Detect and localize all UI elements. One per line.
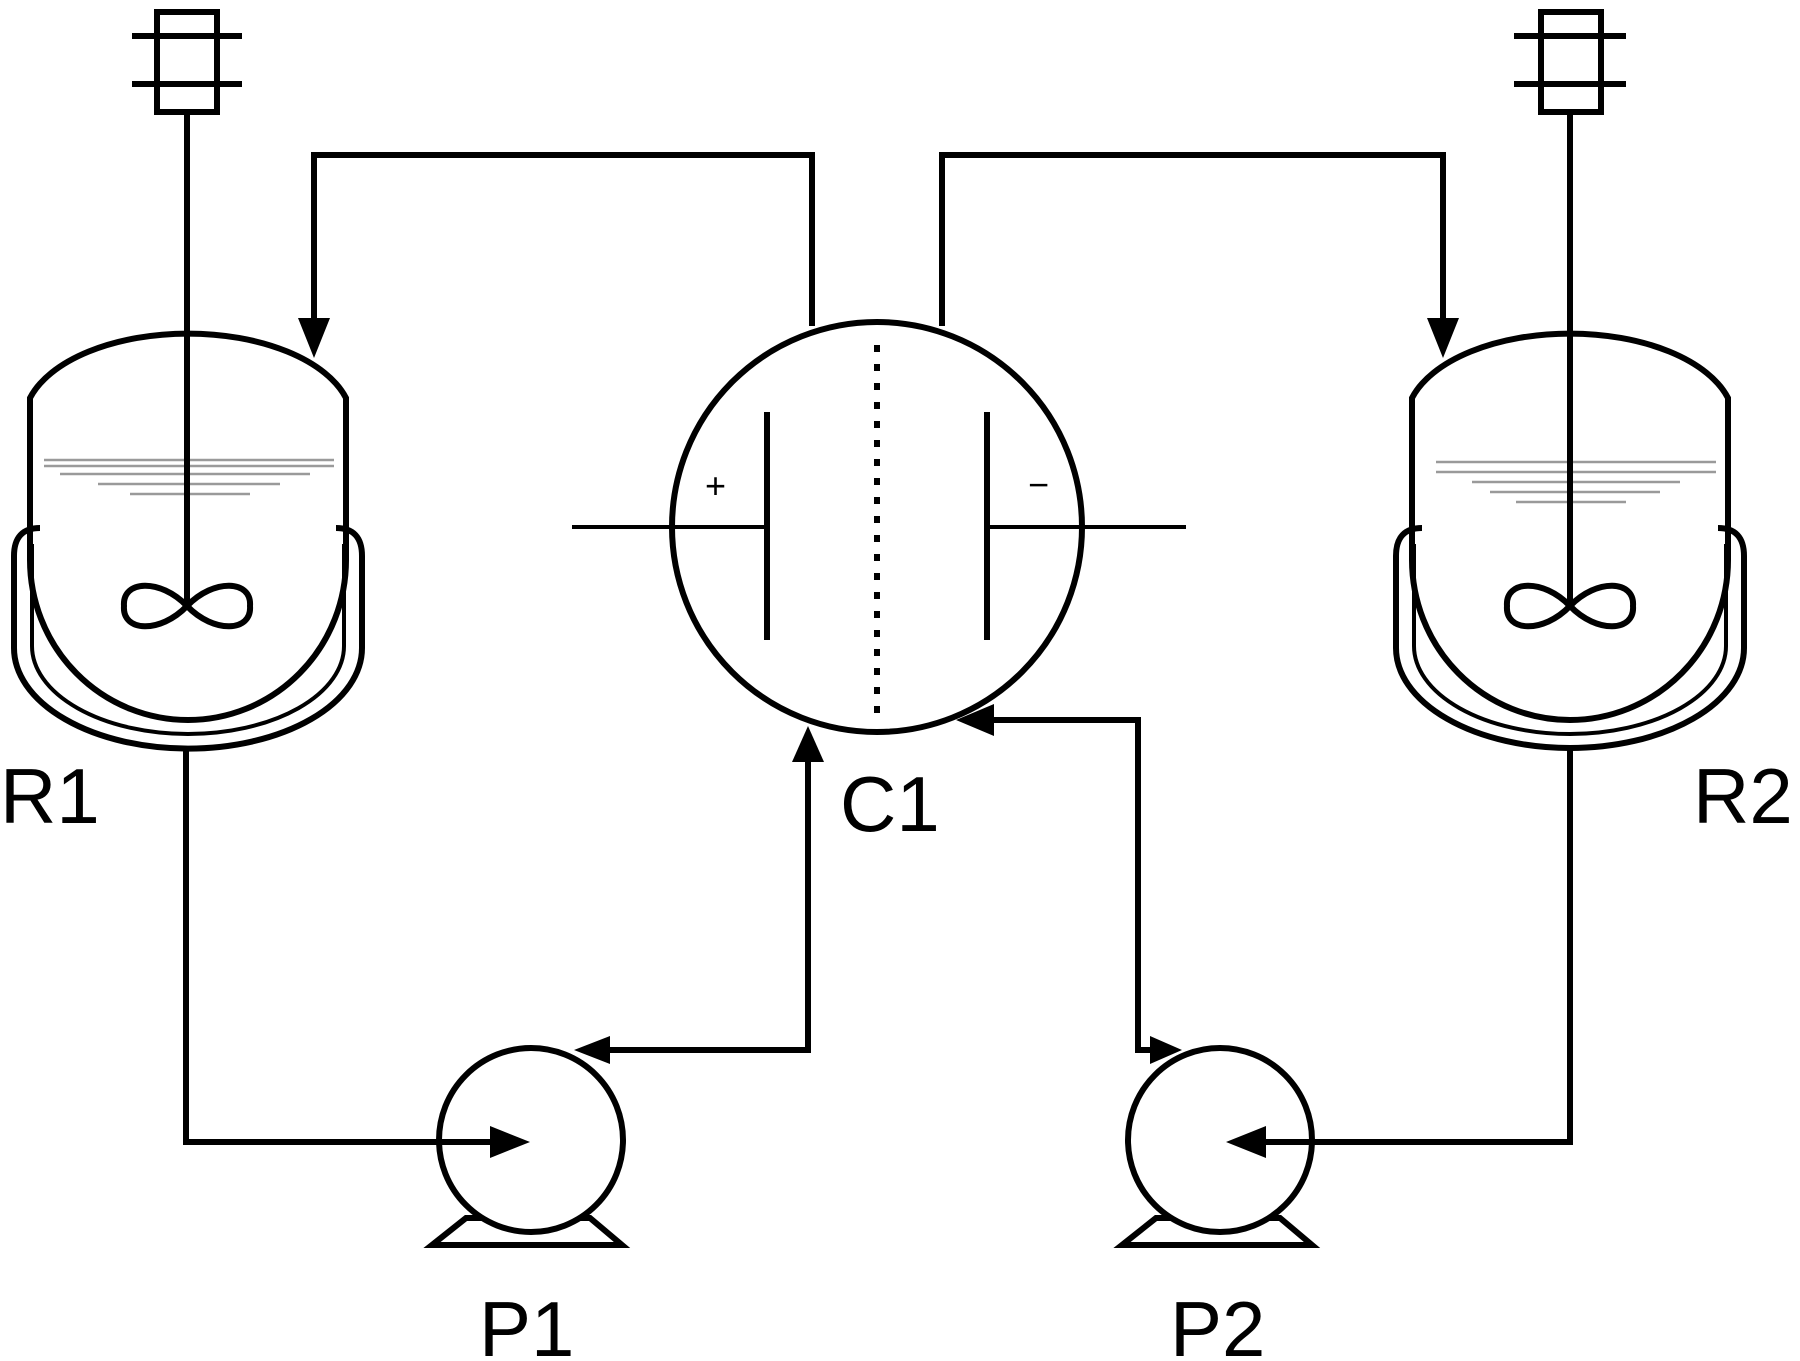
heating-jacket-r1 bbox=[11, 525, 365, 752]
pump-p2: P2 bbox=[1113, 1045, 1321, 1361]
label-r2: R2 bbox=[1693, 752, 1793, 840]
pump-p1: P1 bbox=[423, 1045, 631, 1361]
cell-c1: + − C1 bbox=[572, 319, 1186, 848]
arrow-out-p2 bbox=[1150, 1036, 1182, 1064]
arrow-into-r1 bbox=[298, 318, 330, 358]
impeller-r1-icon bbox=[121, 582, 253, 630]
pipe-c1-to-r1 bbox=[311, 152, 815, 328]
reactor-r1: R1 bbox=[0, 9, 365, 840]
label-c1: C1 bbox=[840, 760, 940, 848]
anode-sign: + bbox=[705, 465, 726, 506]
pipe-r1-to-p1 bbox=[183, 750, 500, 1145]
pump-p1-base bbox=[423, 1215, 631, 1248]
label-r1: R1 bbox=[0, 752, 100, 840]
liquid-level-r2 bbox=[1436, 460, 1716, 504]
arrow-out-p1 bbox=[574, 1036, 610, 1064]
arrow-into-p2 bbox=[1226, 1126, 1266, 1158]
arrow-into-p1 bbox=[490, 1126, 530, 1158]
arrow-into-r2 bbox=[1427, 318, 1459, 358]
cathode-sign: − bbox=[1028, 464, 1049, 505]
pipe-r2-to-p2 bbox=[1256, 750, 1573, 1145]
impeller-r2-icon bbox=[1504, 582, 1636, 630]
label-p2: P2 bbox=[1170, 1285, 1265, 1361]
arrow-into-c1-left bbox=[792, 726, 824, 762]
label-p1: P1 bbox=[479, 1285, 574, 1361]
arrow-into-c1-right bbox=[956, 704, 994, 736]
stirrer-motor-r2-icon bbox=[1514, 9, 1626, 115]
heating-jacket-r2 bbox=[1393, 525, 1747, 751]
pump-p2-base bbox=[1113, 1215, 1321, 1248]
pipe-c1-to-r2 bbox=[939, 152, 1446, 328]
pipe-p1-to-c1 bbox=[592, 760, 811, 1053]
stirrer-motor-r1-icon bbox=[132, 9, 242, 115]
reactor-r2: R2 bbox=[1393, 9, 1793, 840]
pipe-p2-to-c1 bbox=[980, 717, 1168, 1053]
